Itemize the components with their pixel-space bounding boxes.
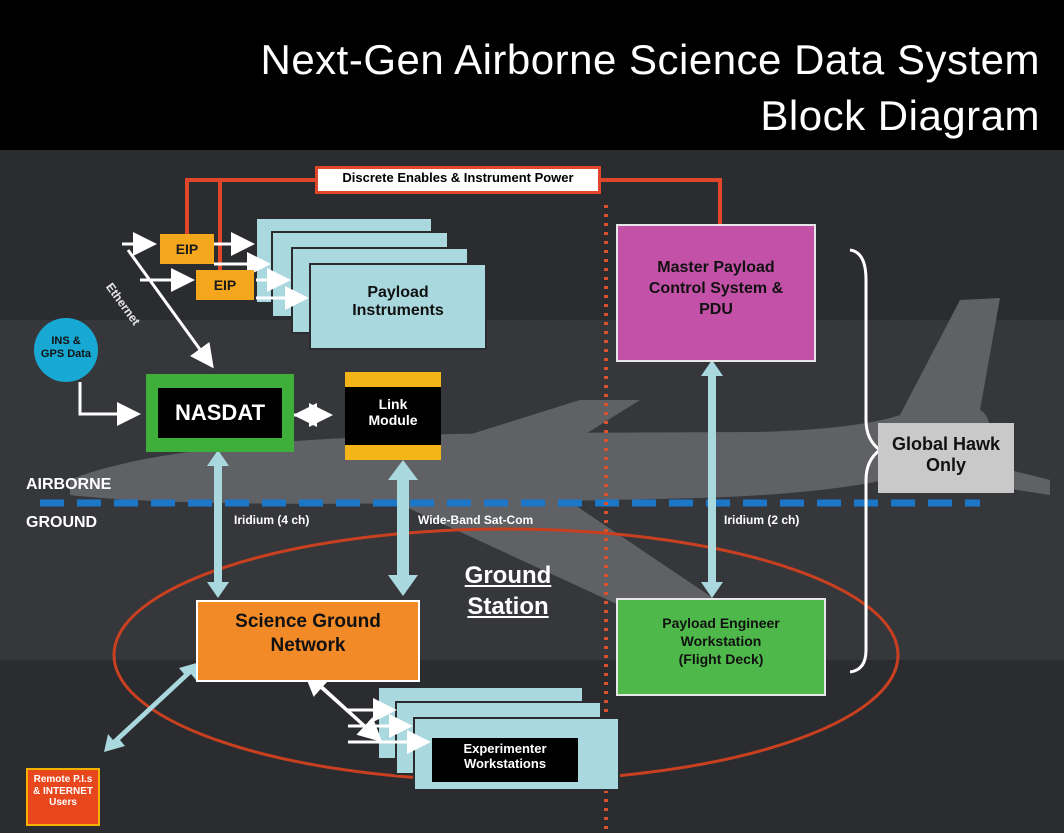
remote-users-node <box>26 768 100 826</box>
iridium-4ch-label: Iridium (4 ch) <box>234 513 310 527</box>
pew-label: Payload Engineer Workstation (Flight Dec… <box>616 614 826 669</box>
ins-gps-node <box>34 318 98 382</box>
ins-gps-label: INS & GPS Data <box>34 335 98 360</box>
global-line-1: Global Hawk <box>891 434 1001 454</box>
exp-line-2: Workstations <box>463 755 547 771</box>
payload-engineer-node <box>616 598 826 696</box>
title-line-1: Next-Gen Airborne Science Data System <box>260 36 1040 83</box>
pew-line-3: (Flight Deck) <box>678 651 764 668</box>
remote-line-3: Users <box>49 797 77 808</box>
master-payload-label: Master Payload Control System & PDU <box>616 258 816 320</box>
experimenter-inner <box>432 738 578 782</box>
ground-station-label: Ground Station <box>452 560 564 622</box>
master-payload-node <box>616 224 816 362</box>
discrete-enables-label: Discrete Enables & Instrument Power <box>342 170 574 185</box>
master-line-3: PDU <box>699 300 733 318</box>
nasdat-label: NASDAT <box>174 400 266 425</box>
sgn-line-1: Science Ground <box>235 611 381 632</box>
remote-line-2: & INTERNET <box>33 785 93 797</box>
gs-line-2: Station <box>467 593 549 621</box>
nasdat-inner <box>158 388 282 438</box>
remote-users-label: Remote P.I.s & INTERNET Users <box>26 774 100 809</box>
link-module-node <box>345 372 441 460</box>
global-hawk-box <box>878 423 1014 493</box>
master-line-1: Master Payload <box>657 259 775 276</box>
ins-line-1: INS & <box>51 335 81 347</box>
payload-line-1: Payload <box>367 284 429 301</box>
gs-line-1: Ground <box>464 562 552 589</box>
eip-box-2 <box>196 270 254 300</box>
title-line-2: Block Diagram <box>760 92 1040 139</box>
link-module-label: Link Module <box>345 396 441 428</box>
science-ground-network-node <box>196 600 420 682</box>
discrete-enables-box <box>315 166 601 194</box>
experimenter-label: Experimenter Workstations <box>432 741 578 772</box>
sgn-line-2: Network <box>270 634 346 656</box>
global-hawk-label: Global Hawk Only <box>878 434 1014 475</box>
pew-line-1: Payload Engineer <box>662 615 780 631</box>
eip-label-2: EIP <box>213 277 237 293</box>
wideband-label: Wide-Band Sat-Com <box>418 513 534 527</box>
link-line-2: Module <box>368 412 418 429</box>
eip-box-1 <box>160 234 214 264</box>
ground-label: GROUND <box>26 514 98 531</box>
diagram-canvas: Discrete Enables & Instrument Power EIP … <box>0 150 1064 833</box>
payload-card-4 <box>309 263 487 350</box>
pew-line-2: Workstation <box>680 633 762 650</box>
payload-instruments-label: Payload Instruments <box>310 284 486 321</box>
remote-line-1: Remote P.I.s <box>33 774 93 785</box>
payload-line-2: Instruments <box>352 302 444 320</box>
airborne-label: AIRBORNE <box>26 476 112 493</box>
link-line-1: Link <box>378 396 408 412</box>
eip-label-1: EIP <box>175 241 199 257</box>
iridium-2ch-label: Iridium (2 ch) <box>724 513 800 527</box>
sgn-label: Science Ground Network <box>196 610 420 658</box>
white-arrows <box>78 232 431 754</box>
datalink-arrows <box>104 360 723 752</box>
ins-line-2: GPS Data <box>40 347 92 360</box>
master-line-2: Control System & <box>648 279 784 297</box>
global-line-2: Only <box>925 454 966 475</box>
header-bar: Next-Gen Airborne Science Data System Bl… <box>0 0 1064 150</box>
exp-line-1: Experimenter <box>463 741 547 756</box>
